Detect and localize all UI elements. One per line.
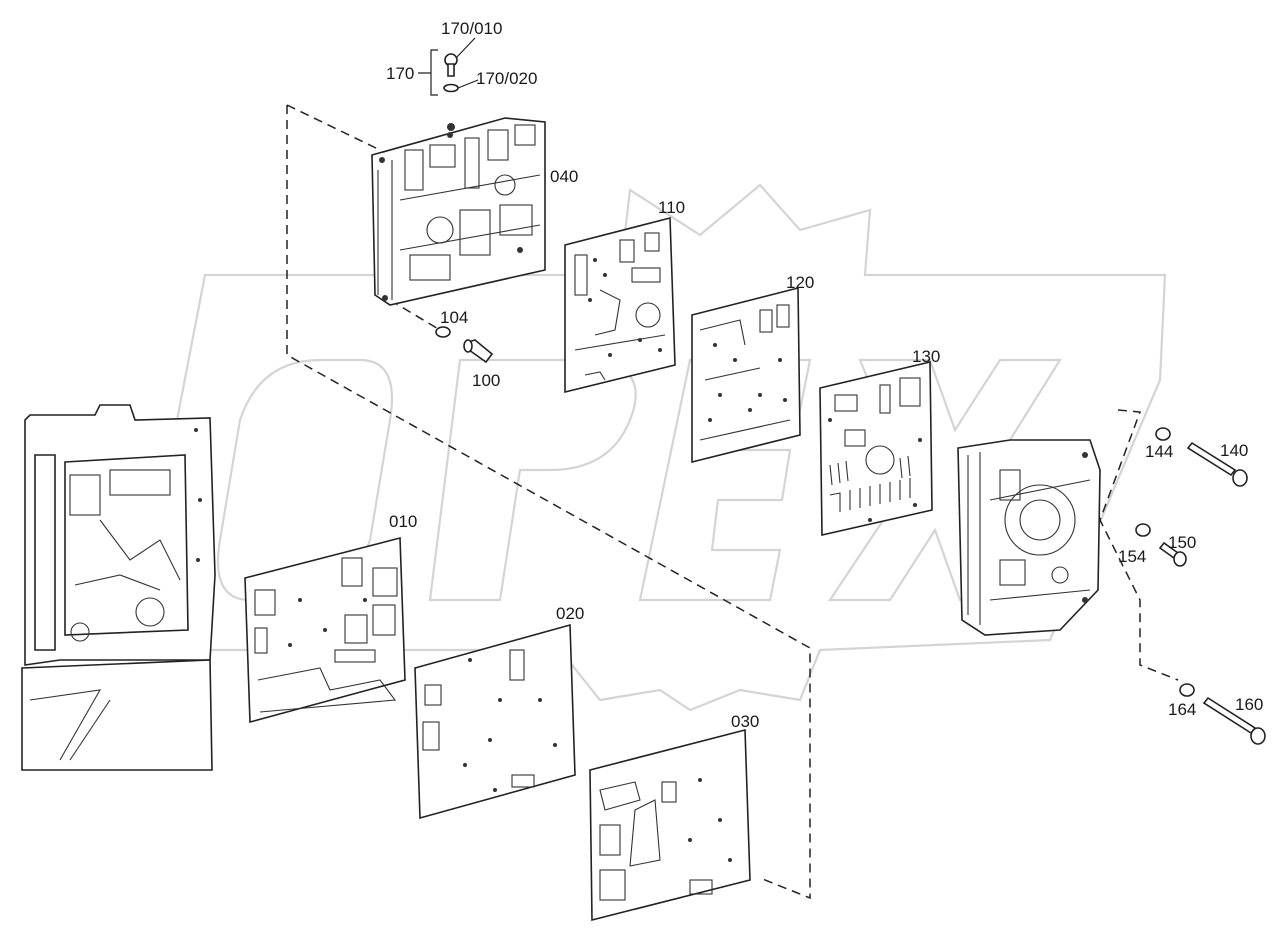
transmission-housing: [21, 404, 216, 771]
bolt-dashed-leader-left: [389, 299, 441, 331]
label-150: 150: [1168, 533, 1196, 552]
bolt-150: [1158, 541, 1187, 567]
assembly-dashed-outline: [286, 104, 811, 900]
label-120: 120: [786, 273, 814, 292]
label-010: 010: [389, 512, 417, 531]
label-130: 130: [912, 347, 940, 366]
washer-104: [435, 326, 451, 338]
label-170: 170: [386, 64, 414, 83]
label-164: 164: [1168, 700, 1196, 719]
bolt-dashed-leader-right: [1099, 409, 1179, 681]
label-040: 040: [550, 167, 578, 186]
label-160: 160: [1235, 695, 1263, 714]
plate-030: [589, 728, 751, 922]
bolt-160: [1202, 696, 1266, 745]
label-144: 144: [1145, 442, 1173, 461]
label-170-020: 170/020: [476, 69, 537, 88]
label-140: 140: [1220, 441, 1248, 460]
dowel-pin: [447, 123, 455, 131]
plate-010: [244, 536, 406, 724]
label-030: 030: [731, 712, 759, 731]
label-170-010: 170/010: [441, 19, 502, 38]
plate-130: [819, 360, 933, 536]
washer-164: [1179, 683, 1195, 697]
label-110: 110: [658, 198, 685, 217]
label-154: 154: [1118, 547, 1146, 566]
plate-120: [691, 286, 801, 464]
label-104: 104: [440, 308, 468, 327]
valve-body-040: [371, 117, 546, 306]
washer-154: [1135, 523, 1151, 537]
watermark-text: OPEX: [697, 516, 714, 522]
plate-020: [414, 623, 576, 820]
bracket-170: [418, 49, 438, 96]
washer-170-020: [443, 83, 459, 93]
plate-110: [564, 216, 676, 394]
label-100: 100: [472, 371, 500, 390]
bolt-100: [463, 339, 494, 364]
valve-cover-right: [957, 439, 1101, 636]
screw-170-010: [444, 53, 458, 77]
washer-144: [1155, 427, 1171, 441]
bolt-140: [1186, 441, 1248, 487]
label-020: 020: [556, 604, 584, 623]
